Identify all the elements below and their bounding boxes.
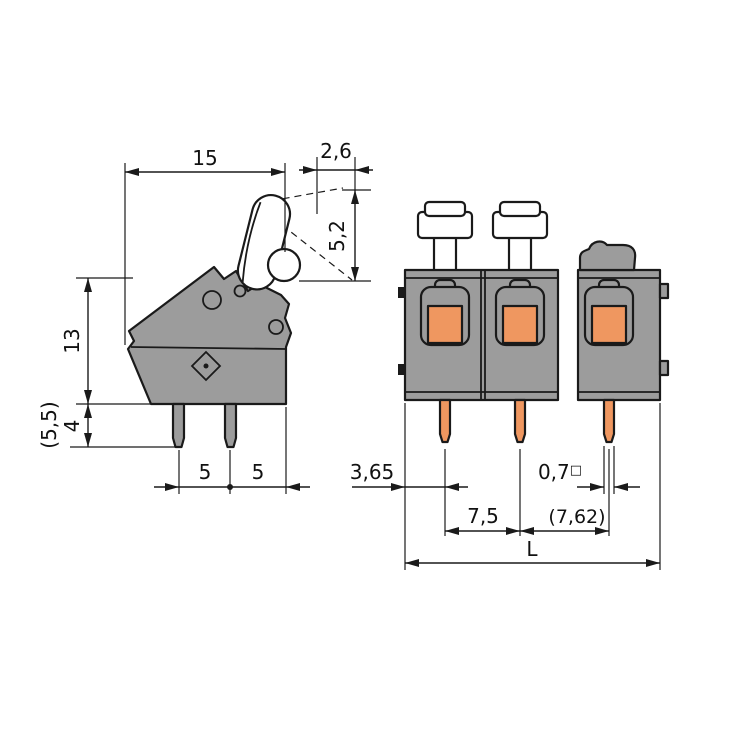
shared-datum-dot [227, 484, 233, 490]
dim-label-pitch: 7,5 [467, 504, 499, 528]
push-button-orange [590, 304, 628, 345]
left-flange-bump-bottom [398, 364, 405, 375]
dim-label-top-width: 15 [192, 146, 217, 170]
test-slot-center-dot [203, 363, 209, 369]
dim-label-pin-offset-left: 5 [199, 460, 212, 484]
dim-label-pin-offset-right: 5 [252, 460, 265, 484]
pusher-pole-2 [491, 200, 549, 274]
lever-knob [266, 247, 302, 283]
front-view: 3,65 0,7□ 7,5 (7,62) L [350, 200, 670, 570]
side-dimension-lines [84, 166, 373, 491]
right-flange-bump-top [658, 282, 670, 300]
dim-label-pin-cross-section: 0,7□ [538, 460, 582, 484]
left-flange-bump-top [398, 287, 405, 298]
clamp-pole-3 [583, 278, 635, 347]
pusher-cap-upper [498, 200, 542, 218]
front-pin-3 [602, 398, 616, 444]
pusher-pole-1 [416, 200, 474, 274]
pusher-stem [507, 234, 533, 274]
front-dimension-lines [352, 483, 660, 567]
push-button-orange [426, 304, 464, 345]
clamp-pole-2 [494, 278, 546, 347]
front-pin-2 [513, 398, 527, 444]
dim-label-lever-width: 2,6 [320, 139, 352, 163]
side-body-inner-line [130, 346, 287, 350]
pusher-stem [432, 234, 458, 274]
dim-label-pin-length-alt: (5,5) [37, 401, 61, 448]
solder-pin-right [223, 402, 238, 449]
dim-label-body-height: 13 [60, 328, 84, 353]
dim-label-lever-height: 5,2 [325, 220, 349, 252]
spring-hole-small [233, 284, 247, 298]
spring-hole-large [202, 290, 222, 310]
dim-label-pin-length: 4 [60, 420, 84, 433]
lever-arm-inner-edge [241, 201, 262, 283]
solder-pin-left [171, 402, 186, 449]
dim-label-total-length: L [526, 537, 538, 561]
test-slot-diamond [190, 350, 222, 382]
conductor-hole [268, 319, 284, 335]
pusher-cap-upper [423, 200, 467, 218]
dim-label-edge-to-pin: 3,65 [350, 460, 395, 484]
clamp-pole-1 [419, 278, 471, 347]
front-pin-1 [438, 398, 452, 444]
right-flange-bump-bottom [658, 359, 670, 377]
push-button-orange [501, 304, 539, 345]
dim-label-pitch-alt: (7,62) [548, 506, 605, 528]
side-view: 15 2,6 5,2 13 (5,5) 4 5 5 [37, 139, 373, 494]
housing-internal-lines [405, 270, 660, 400]
retaining-clip [578, 240, 637, 272]
